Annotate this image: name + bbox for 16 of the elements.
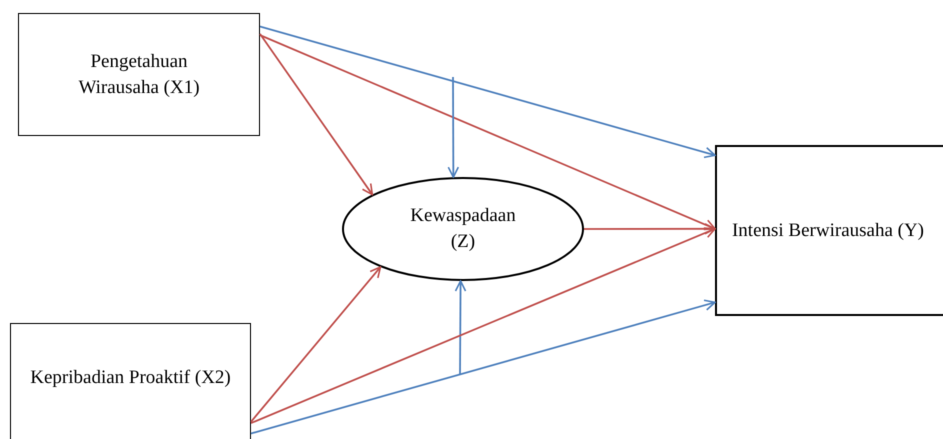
arrow bbox=[448, 77, 460, 178]
variable-label: Pengetahuan Wirausaha (X1) bbox=[77, 50, 201, 100]
arrow bbox=[250, 266, 382, 422]
variable-label: Intensi Berwirausaha (Y) bbox=[730, 218, 926, 243]
variable-label: Kepribadian Proaktif (X2) bbox=[29, 366, 232, 390]
arrow bbox=[259, 33, 374, 196]
variable-ellipse bbox=[342, 177, 584, 281]
arrow bbox=[250, 299, 716, 434]
arrow bbox=[250, 227, 716, 424]
arrow bbox=[260, 26, 716, 158]
arrow bbox=[260, 34, 716, 230]
variable-box bbox=[18, 13, 260, 136]
variable-label: Kewaspadaan (Z) bbox=[409, 204, 517, 254]
arrow bbox=[454, 280, 466, 375]
variable-box bbox=[715, 145, 943, 316]
variable-box bbox=[10, 323, 251, 439]
